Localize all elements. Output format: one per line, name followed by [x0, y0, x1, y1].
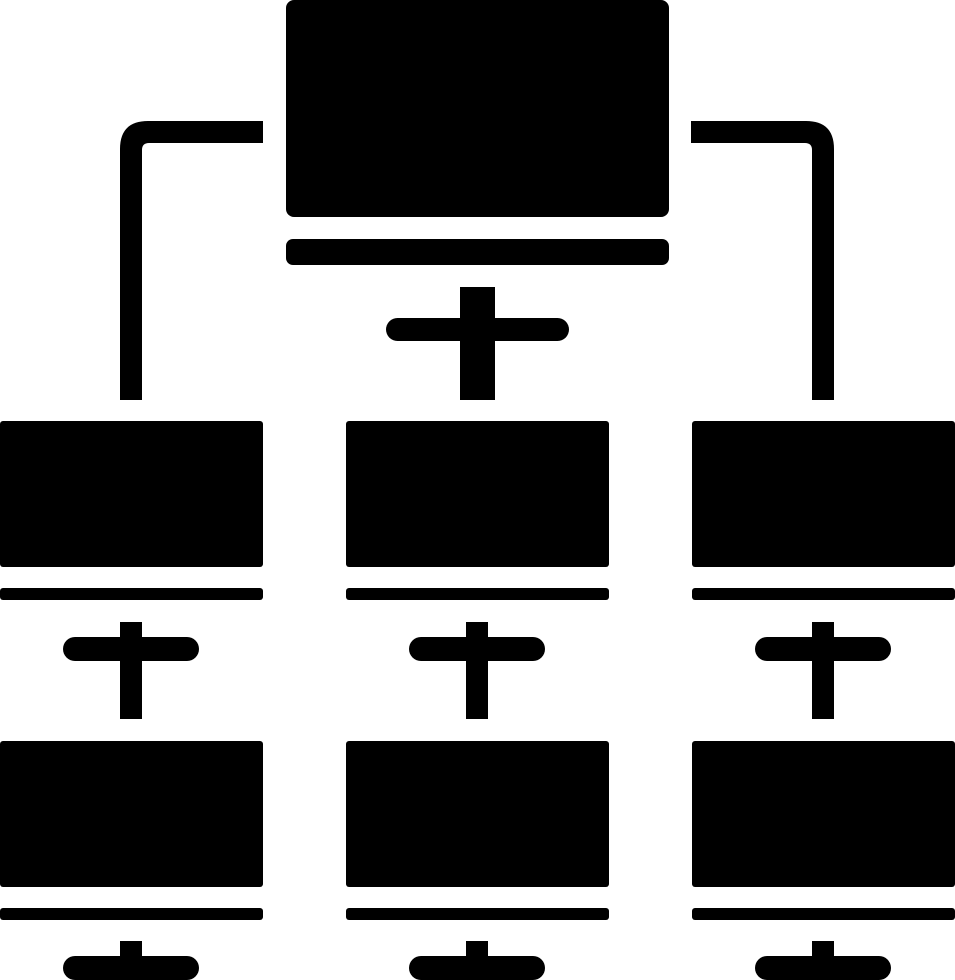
- connector-root-to-mid-right: [691, 121, 834, 400]
- monitor-bezel: [692, 588, 955, 600]
- stand-icon-mid-left: [63, 622, 199, 719]
- monitor-bezel: [0, 908, 263, 920]
- stand-base: [63, 637, 199, 661]
- connector-root-to-mid-left: [120, 121, 263, 400]
- monitor-screen: [346, 421, 609, 567]
- monitor-icon-bottom-center: [346, 741, 609, 920]
- monitor-icon-root: [286, 0, 669, 265]
- monitor-bezel: [346, 588, 609, 600]
- stand-neck: [120, 622, 142, 719]
- stand-base: [409, 956, 545, 980]
- monitor-bezel: [346, 908, 609, 920]
- stand-icon-bottom-right: [755, 941, 891, 980]
- monitor-bezel: [286, 239, 669, 265]
- monitor-screen: [692, 421, 955, 567]
- monitor-screen: [692, 741, 955, 887]
- monitor-screen: [286, 0, 669, 217]
- stand-icon-bottom-center: [409, 941, 545, 980]
- stand-neck: [812, 622, 834, 719]
- monitor-screen: [0, 741, 263, 887]
- stand-icon-mid-center: [409, 622, 545, 719]
- stand-icon-root: [386, 287, 569, 400]
- stand-base: [755, 956, 891, 980]
- monitor-icon-bottom-right: [692, 741, 955, 920]
- monitor-icon-mid-left: [0, 421, 263, 600]
- stand-neck: [466, 622, 488, 719]
- monitor-screen: [0, 421, 263, 567]
- monitor-icon-bottom-left: [0, 741, 263, 920]
- monitor-screen: [346, 741, 609, 887]
- monitor-bezel: [692, 908, 955, 920]
- stand-base: [409, 637, 545, 661]
- stand-base: [63, 956, 199, 980]
- stand-neck: [460, 287, 495, 400]
- monitor-icon-mid-center: [346, 421, 609, 600]
- stand-icon-bottom-left: [63, 941, 199, 980]
- monitor-icon-mid-right: [692, 421, 955, 600]
- monitor-bezel: [0, 588, 263, 600]
- stand-base: [755, 637, 891, 661]
- stand-icon-mid-right: [755, 622, 891, 719]
- stand-base: [386, 318, 569, 341]
